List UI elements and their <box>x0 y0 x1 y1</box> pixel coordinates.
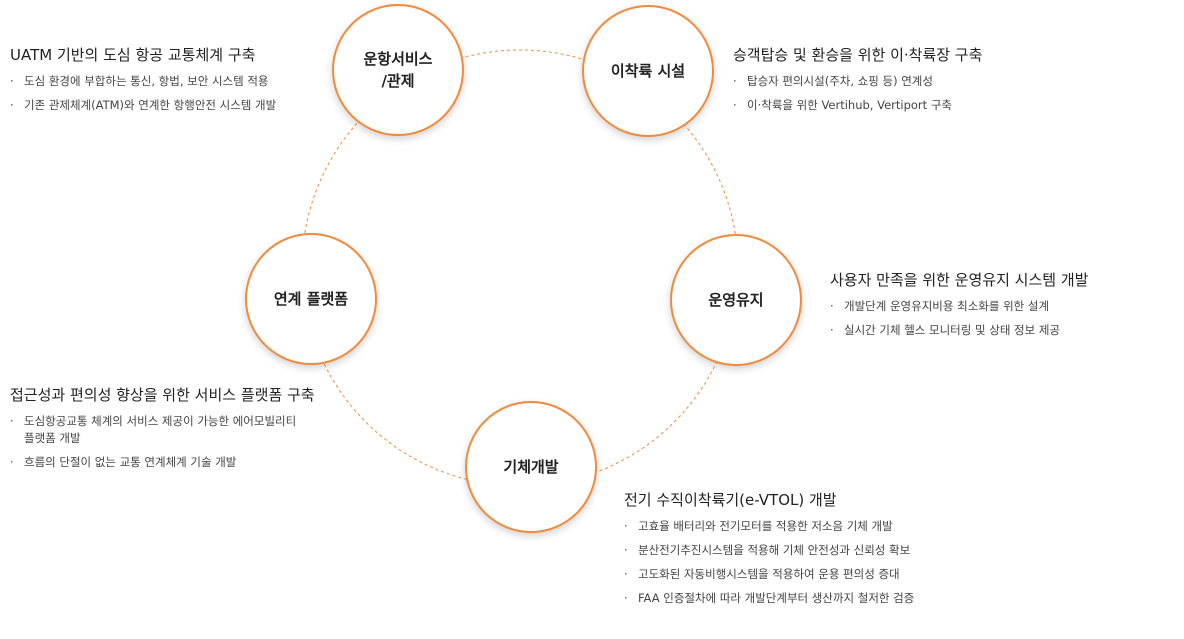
bullet-marker: · <box>830 323 834 337</box>
bullet-marker: · <box>733 74 737 88</box>
bullet-item: · 흐름의 단절이 없는 교통 연계체계 기술 개발 <box>10 454 315 471</box>
desc-ops-control-bullets: · 도심 환경에 부합하는 통신, 항법, 보안 시스템 적용 · 기존 관제체계(… <box>10 73 276 114</box>
bullet-text: 탑승자 편의시설(주차, 쇼핑 등) 연계성 <box>747 74 933 88</box>
node-vertiport-label: 이착륙 시설 <box>610 62 686 80</box>
desc-aircraft-development-title: 전기 수직이착륙기(e-VTOL) 개발 <box>624 491 837 509</box>
bullet-item: · 고효율 배터리와 전기모터를 적용한 저소음 기체 개발 <box>624 518 914 535</box>
bullet-text: 분산전기추진시스템을 적용해 기체 안전성과 신뢰성 확보 <box>638 543 911 557</box>
bullet-item: · 이·착륙을 위한 Vertihub, Vertiport 구축 <box>733 97 982 114</box>
desc-linked-platform: 접근성과 편의성 향상을 위한 서비스 플랫폼 구축 · 도심항공교통 체계의 서… <box>10 385 315 478</box>
bullet-marker: · <box>624 591 628 605</box>
node-aircraft-development-label: 기체개발 <box>503 458 559 476</box>
bullet-marker: · <box>10 74 14 88</box>
bullet-text: 도심항공교통 체계의 서비스 제공이 가능한 에어모빌리티 플랫폼 개발 <box>24 414 297 445</box>
desc-vertiport: 승객탑승 및 환승을 위한 이·착륙장 구축 · 탑승자 편의시설(주차, 쇼핑 … <box>733 45 982 121</box>
bullet-marker: · <box>10 455 14 469</box>
bullet-text: 개발단계 운영유지비용 최소화를 위한 설계 <box>844 299 1050 313</box>
desc-aircraft-development: 전기 수직이착륙기(e-VTOL) 개발 · 고효율 배터리와 전기모터를 적용한… <box>624 490 914 614</box>
bullet-item: · 분산전기추진시스템을 적용해 기체 안전성과 신뢰성 확보 <box>624 542 914 559</box>
node-maintenance: 운영유지 <box>670 234 802 366</box>
bullet-text: 고효율 배터리와 전기모터를 적용한 저소음 기체 개발 <box>638 519 893 533</box>
bullet-text: 이·착륙을 위한 Vertihub, Vertiport 구축 <box>747 98 952 112</box>
desc-maintenance-title: 사용자 만족을 위한 운영유지 시스템 개발 <box>830 271 1089 289</box>
node-maintenance-label: 운영유지 <box>708 291 764 309</box>
desc-linked-platform-bullets: · 도심항공교통 체계의 서비스 제공이 가능한 에어모빌리티 플랫폼 개발 · 흐… <box>10 413 315 471</box>
desc-maintenance: 사용자 만족을 위한 운영유지 시스템 개발 · 개발단계 운영유지비용 최소화를… <box>830 270 1088 346</box>
desc-ops-control-title: UATM 기반의 도심 항공 교통체계 구축 <box>10 46 256 64</box>
node-linked-platform-label: 연계 플랫폼 <box>273 290 349 308</box>
bullet-item: · 개발단계 운영유지비용 최소화를 위한 설계 <box>830 298 1088 315</box>
bullet-text: FAA 인증절차에 따라 개발단계부터 생산까지 철저한 검증 <box>638 591 915 605</box>
bullet-text: 흐름의 단절이 없는 교통 연계체계 기술 개발 <box>24 455 237 469</box>
bullet-text: 기존 관제체계(ATM)와 연계한 항행안전 시스템 개발 <box>24 98 277 112</box>
bullet-item: · 도심 환경에 부합하는 통신, 항법, 보안 시스템 적용 <box>10 73 276 90</box>
desc-vertiport-title: 승객탑승 및 환승을 위한 이·착륙장 구축 <box>733 46 983 64</box>
bullet-marker: · <box>624 543 628 557</box>
bullet-item: · 실시간 기체 헬스 모니터링 및 상태 정보 제공 <box>830 322 1088 339</box>
bullet-item: · FAA 인증절차에 따라 개발단계부터 생산까지 철저한 검증 <box>624 590 914 607</box>
desc-ops-control: UATM 기반의 도심 항공 교통체계 구축 · 도심 환경에 부합하는 통신, … <box>10 45 276 121</box>
bullet-text: 실시간 기체 헬스 모니터링 및 상태 정보 제공 <box>844 323 1061 337</box>
bullet-item: · 도심항공교통 체계의 서비스 제공이 가능한 에어모빌리티 플랫폼 개발 <box>10 413 315 447</box>
node-linked-platform: 연계 플랫폼 <box>245 233 377 365</box>
bullet-marker: · <box>10 414 14 428</box>
bullet-text: 도심 환경에 부합하는 통신, 항법, 보안 시스템 적용 <box>24 74 269 88</box>
bullet-marker: · <box>10 98 14 112</box>
bullet-marker: · <box>830 299 834 313</box>
node-vertiport: 이착륙 시설 <box>582 5 714 137</box>
desc-linked-platform-title: 접근성과 편의성 향상을 위한 서비스 플랫폼 구축 <box>10 386 315 404</box>
desc-maintenance-bullets: · 개발단계 운영유지비용 최소화를 위한 설계 · 실시간 기체 헬스 모니터링 … <box>830 298 1088 339</box>
node-ops-control-label: 운항서비스 /관제 <box>363 50 433 90</box>
bullet-item: · 고도화된 자동비행시스템을 적용하여 운용 편의성 증대 <box>624 566 914 583</box>
bullet-marker: · <box>624 519 628 533</box>
desc-vertiport-bullets: · 탑승자 편의시설(주차, 쇼핑 등) 연계성 · 이·착륙을 위한 Vertih… <box>733 73 982 114</box>
node-aircraft-development: 기체개발 <box>465 401 597 533</box>
bullet-item: · 탑승자 편의시설(주차, 쇼핑 등) 연계성 <box>733 73 982 90</box>
node-ops-control: 운항서비스 /관제 <box>332 4 464 136</box>
desc-aircraft-development-bullets: · 고효율 배터리와 전기모터를 적용한 저소음 기체 개발 · 분산전기추진시스템… <box>624 518 914 607</box>
bullet-item: · 기존 관제체계(ATM)와 연계한 항행안전 시스템 개발 <box>10 97 276 114</box>
bullet-marker: · <box>733 98 737 112</box>
bullet-marker: · <box>624 567 628 581</box>
bullet-text: 고도화된 자동비행시스템을 적용하여 운용 편의성 증대 <box>638 567 900 581</box>
